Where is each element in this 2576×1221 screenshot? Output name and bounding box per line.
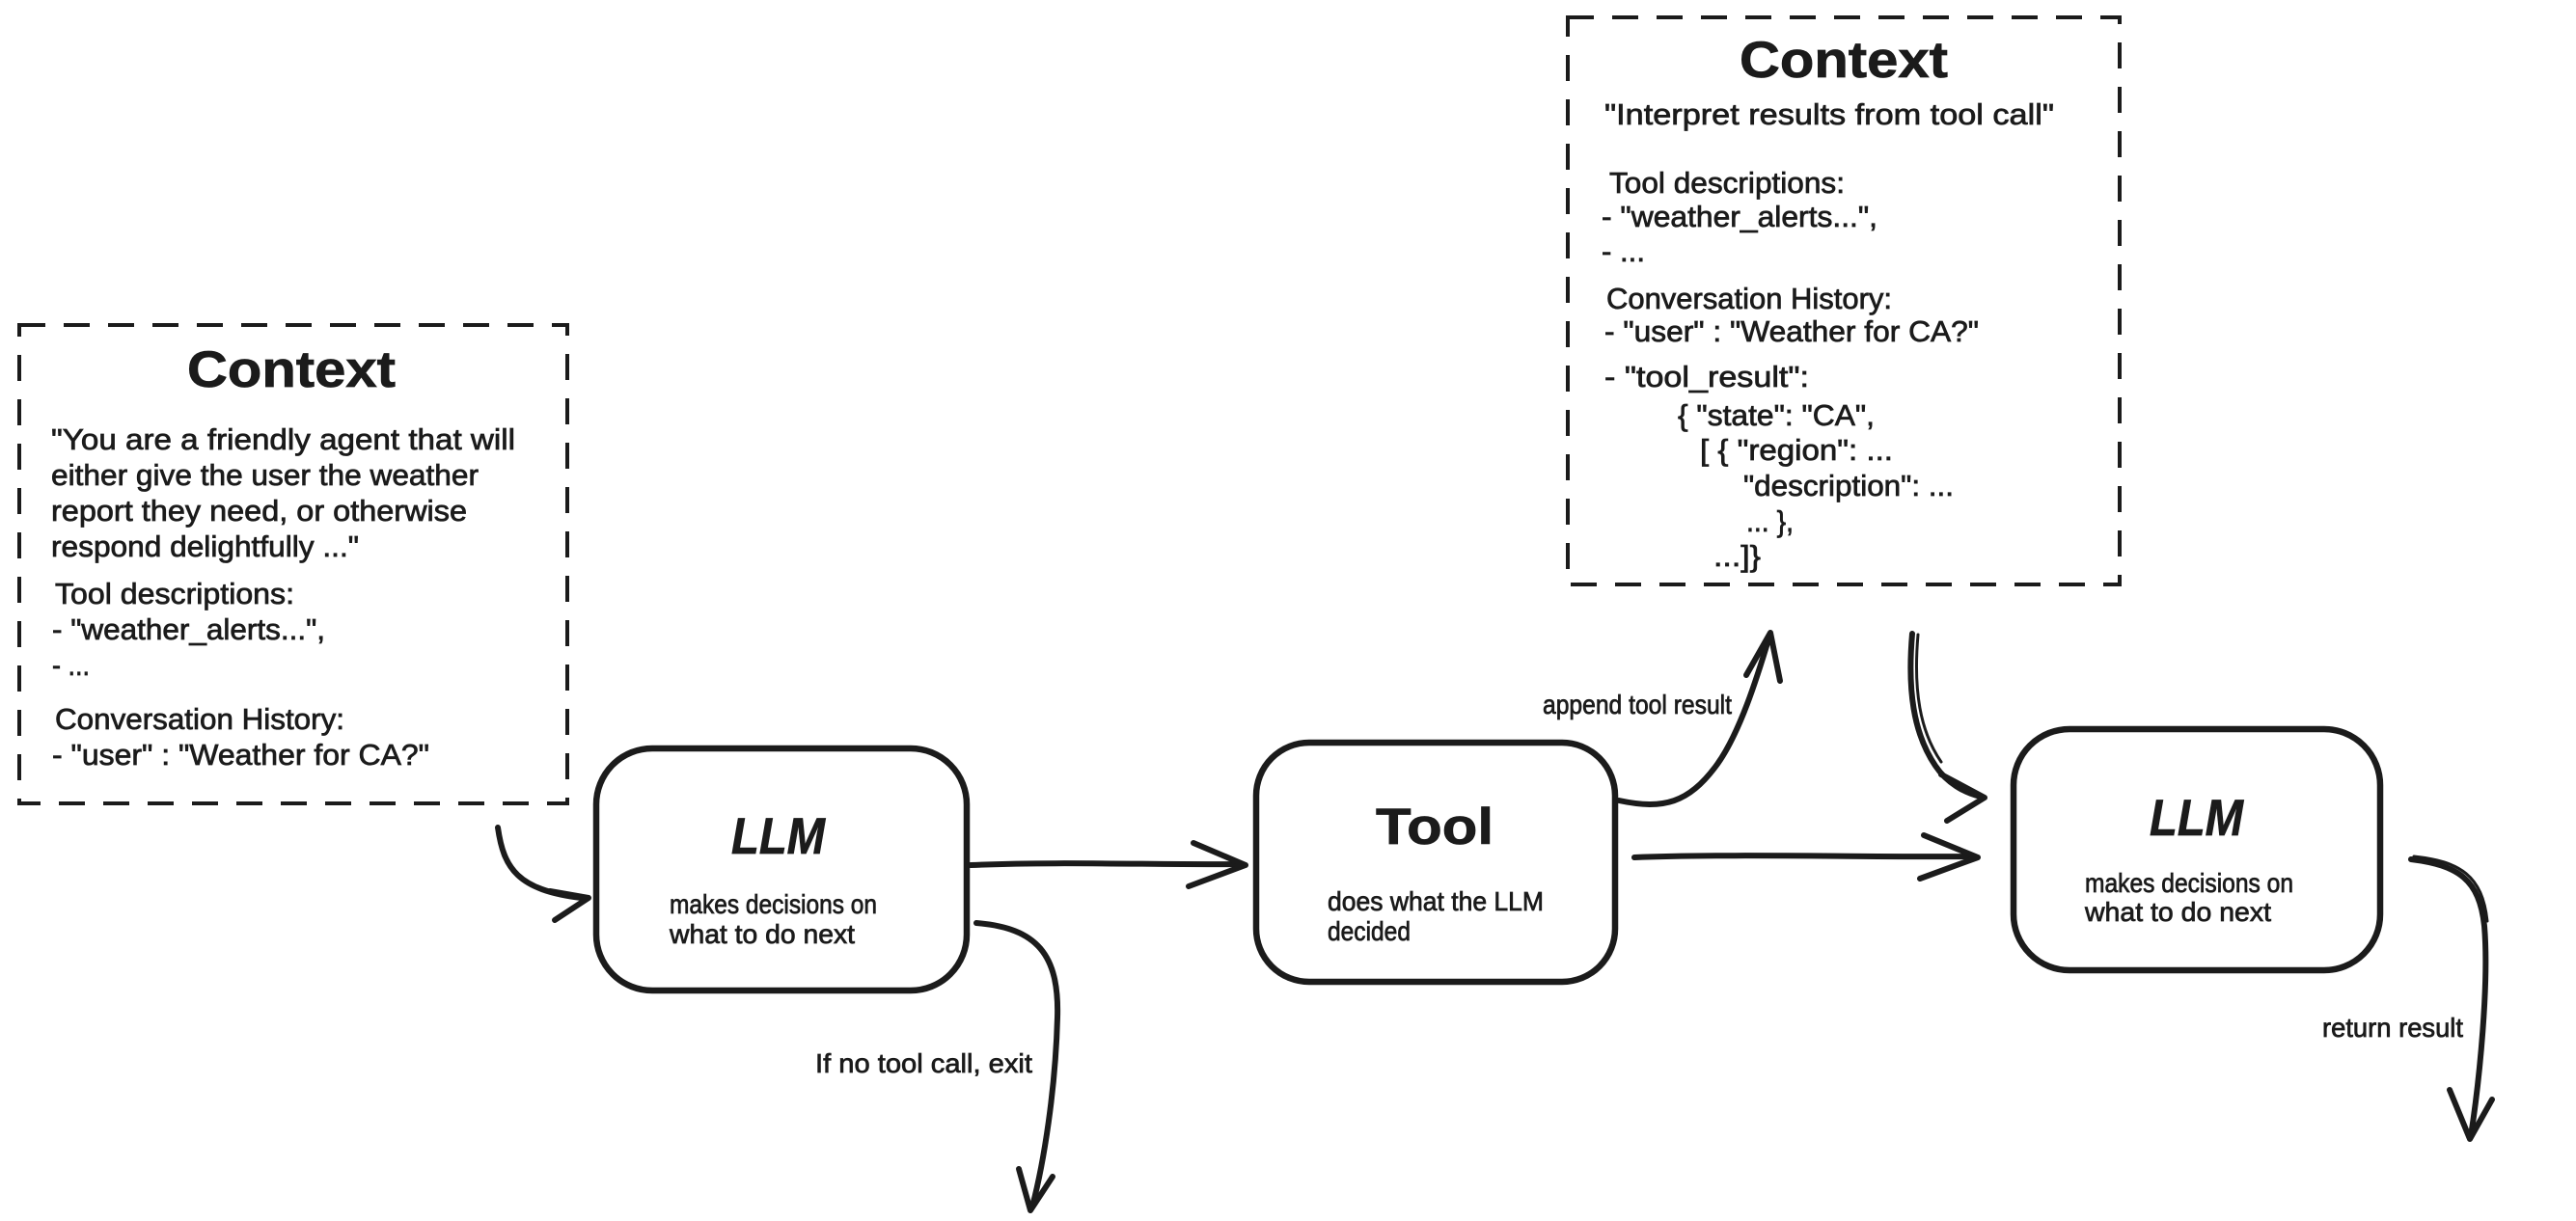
svg-text:- "weather_alerts...",: - "weather_alerts...", [52, 612, 325, 646]
svg-text:- "user" : "Weather for CA?": - "user" : "Weather for CA?" [52, 738, 429, 772]
svg-text:what to do next: what to do next [2084, 897, 2271, 927]
svg-text:LLM: LLM [2150, 790, 2245, 847]
svg-text:Context: Context [1740, 32, 1948, 89]
svg-text:Conversation History:: Conversation History: [55, 702, 344, 736]
svg-text:{ "state": "CA",: { "state": "CA", [1678, 398, 1875, 432]
svg-text:- "tool_result":: - "tool_result": [1604, 360, 1809, 393]
svg-text:- "weather_alerts...",: - "weather_alerts...", [1602, 200, 1877, 233]
svg-text:what to do next: what to do next [669, 919, 855, 949]
svg-text:decided: decided [1328, 916, 1411, 946]
svg-text:report they need, or otherwise: report they need, or otherwise [51, 494, 467, 528]
svg-text:[ { "region": ...: [ { "region": ... [1700, 433, 1893, 467]
svg-text:does what the LLM: does what the LLM [1328, 886, 1544, 916]
svg-text:either give the user the weath: either give the user the weather [51, 458, 479, 492]
svg-text:append tool result: append tool result [1543, 690, 1732, 719]
svg-text:- ...: - ... [52, 648, 90, 682]
svg-text:"Interpret results from tool c: "Interpret results from tool call" [1604, 97, 2054, 131]
svg-text:LLM: LLM [731, 808, 827, 865]
svg-text:Tool descriptions:: Tool descriptions: [55, 577, 294, 610]
svg-text:return result: return result [2322, 1013, 2463, 1043]
svg-text:If no tool call, exit: If no tool call, exit [815, 1048, 1032, 1078]
svg-text:"You are a friendly agent that: "You are a friendly agent that will [51, 422, 515, 456]
svg-text:Context: Context [187, 341, 396, 398]
svg-text:makes decisions on: makes decisions on [2085, 868, 2293, 898]
svg-text:Tool: Tool [1376, 799, 1494, 855]
svg-text:makes decisions on: makes decisions on [670, 889, 877, 919]
svg-text:...]}: ...]} [1713, 539, 1761, 573]
svg-text:Conversation History:: Conversation History: [1606, 282, 1892, 315]
svg-text:Tool descriptions:: Tool descriptions: [1609, 166, 1845, 200]
svg-text:"description": ...: "description": ... [1743, 469, 1954, 502]
svg-text:... },: ... }, [1746, 504, 1794, 538]
svg-text:- "user" : "Weather for CA?": - "user" : "Weather for CA?" [1604, 314, 1979, 348]
svg-text:- ...: - ... [1602, 234, 1645, 268]
svg-text:respond delightfully ...": respond delightfully ..." [51, 529, 359, 563]
